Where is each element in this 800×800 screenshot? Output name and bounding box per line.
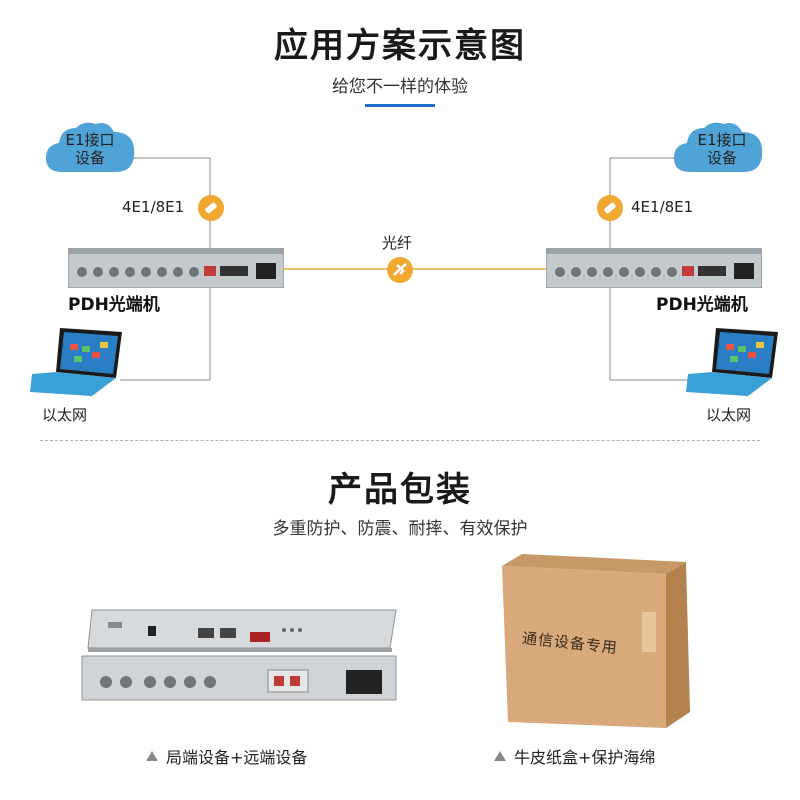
right-cloud-line2: 设备 — [706, 149, 737, 167]
left-caption-text: 局端设备+远端设备 — [166, 748, 308, 767]
connector-icon — [198, 195, 224, 221]
pdh-device-icon — [68, 248, 284, 288]
left-ethernet-line — [120, 285, 211, 381]
left-cloud-line2: 设备 — [74, 149, 105, 167]
fiber-connector-icon — [387, 257, 413, 283]
connector-icon — [597, 195, 623, 221]
section-divider — [40, 440, 760, 441]
right-ethernet-label: 以太网 — [706, 406, 752, 424]
cloud-icon — [46, 122, 135, 172]
left-e1-label: 4E1/8E1 — [122, 198, 185, 216]
rack-devices-image — [81, 609, 397, 701]
left-caption: 局端设备+远端设备 — [146, 744, 307, 768]
laptop-icon — [686, 328, 778, 396]
left-ethernet-label: 以太网 — [42, 406, 88, 424]
right-cloud-line1: E1接口 — [697, 131, 747, 149]
packaging-box-image — [502, 554, 690, 728]
laptop-icon — [30, 328, 122, 396]
right-cloud-label: E1接口 设备 — [674, 131, 770, 167]
packaging-title: 产品包装 — [328, 470, 472, 510]
pdh-device-icon — [546, 248, 762, 288]
triangle-icon — [146, 751, 158, 761]
left-device-label: PDH光端机 — [68, 295, 160, 315]
left-cloud-label: E1接口 设备 — [42, 131, 138, 167]
packaging-subtitle: 多重防护、防震、耐摔、有效保护 — [272, 519, 528, 539]
page-title: 应用方案示意图 — [274, 26, 526, 66]
right-device-label: PDH光端机 — [656, 295, 748, 315]
left-cloud-line1: E1接口 — [65, 131, 115, 149]
triangle-icon — [494, 751, 506, 761]
page-subtitle: 给您不一样的体验 — [332, 77, 468, 97]
right-e1-label: 4E1/8E1 — [631, 198, 694, 216]
right-caption: 牛皮纸盒+保护海绵 — [494, 744, 655, 768]
cloud-icon — [674, 122, 763, 172]
right-caption-text: 牛皮纸盒+保护海绵 — [514, 748, 656, 767]
connection-lines — [120, 157, 700, 381]
fiber-label: 光纤 — [382, 234, 413, 252]
right-ethernet-line — [609, 285, 700, 381]
title-underline — [365, 104, 435, 107]
